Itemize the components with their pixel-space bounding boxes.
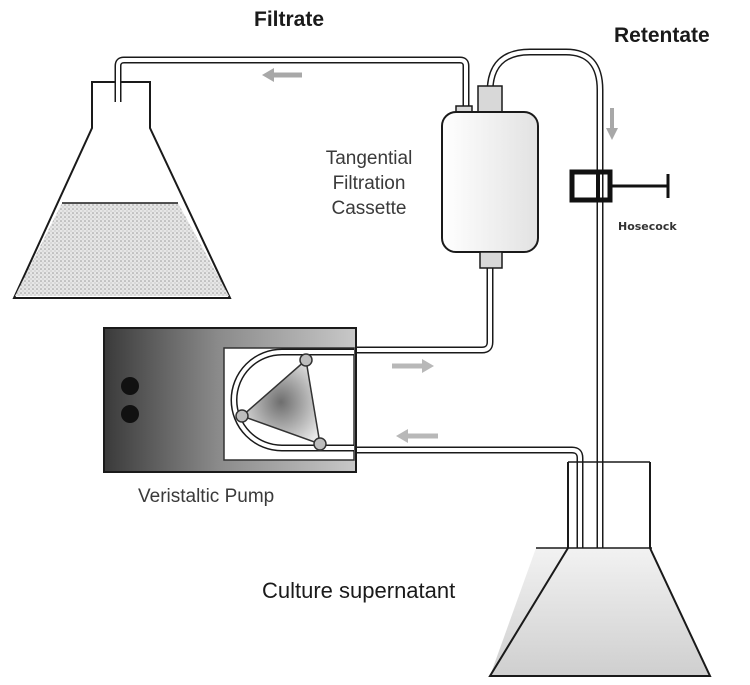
filtrate-label: Filtrate [254,8,325,31]
filtration-cassette [441,85,539,269]
cassette-label: Tangential Filtration Cassette [306,146,432,221]
filtrate-liquid [15,203,229,296]
retentate-label: Retentate [614,24,710,47]
peristaltic-pump [103,327,357,473]
cassette-label-line3: Cassette [331,198,407,219]
flow-arrow-retentate [606,108,618,140]
cassette-label-line1: Tangential [325,148,413,169]
feed-tube [356,260,494,354]
filtrate-tube [114,56,470,112]
filtrate-flask [12,81,232,299]
supernatant-label: Culture supernatant [262,578,456,603]
culture-liquid [490,548,710,676]
cassette-label-line2: Filtration [332,173,406,194]
hosecock-clamp [569,169,670,203]
pump-label: Veristaltic Pump [138,486,275,507]
hosecock-label: Hosecock [618,220,677,233]
flow-arrow-filtrate [262,68,302,82]
flow-arrow-pump-in [396,429,438,443]
flow-arrow-pump-out [392,359,434,373]
culture-flask [488,461,712,677]
